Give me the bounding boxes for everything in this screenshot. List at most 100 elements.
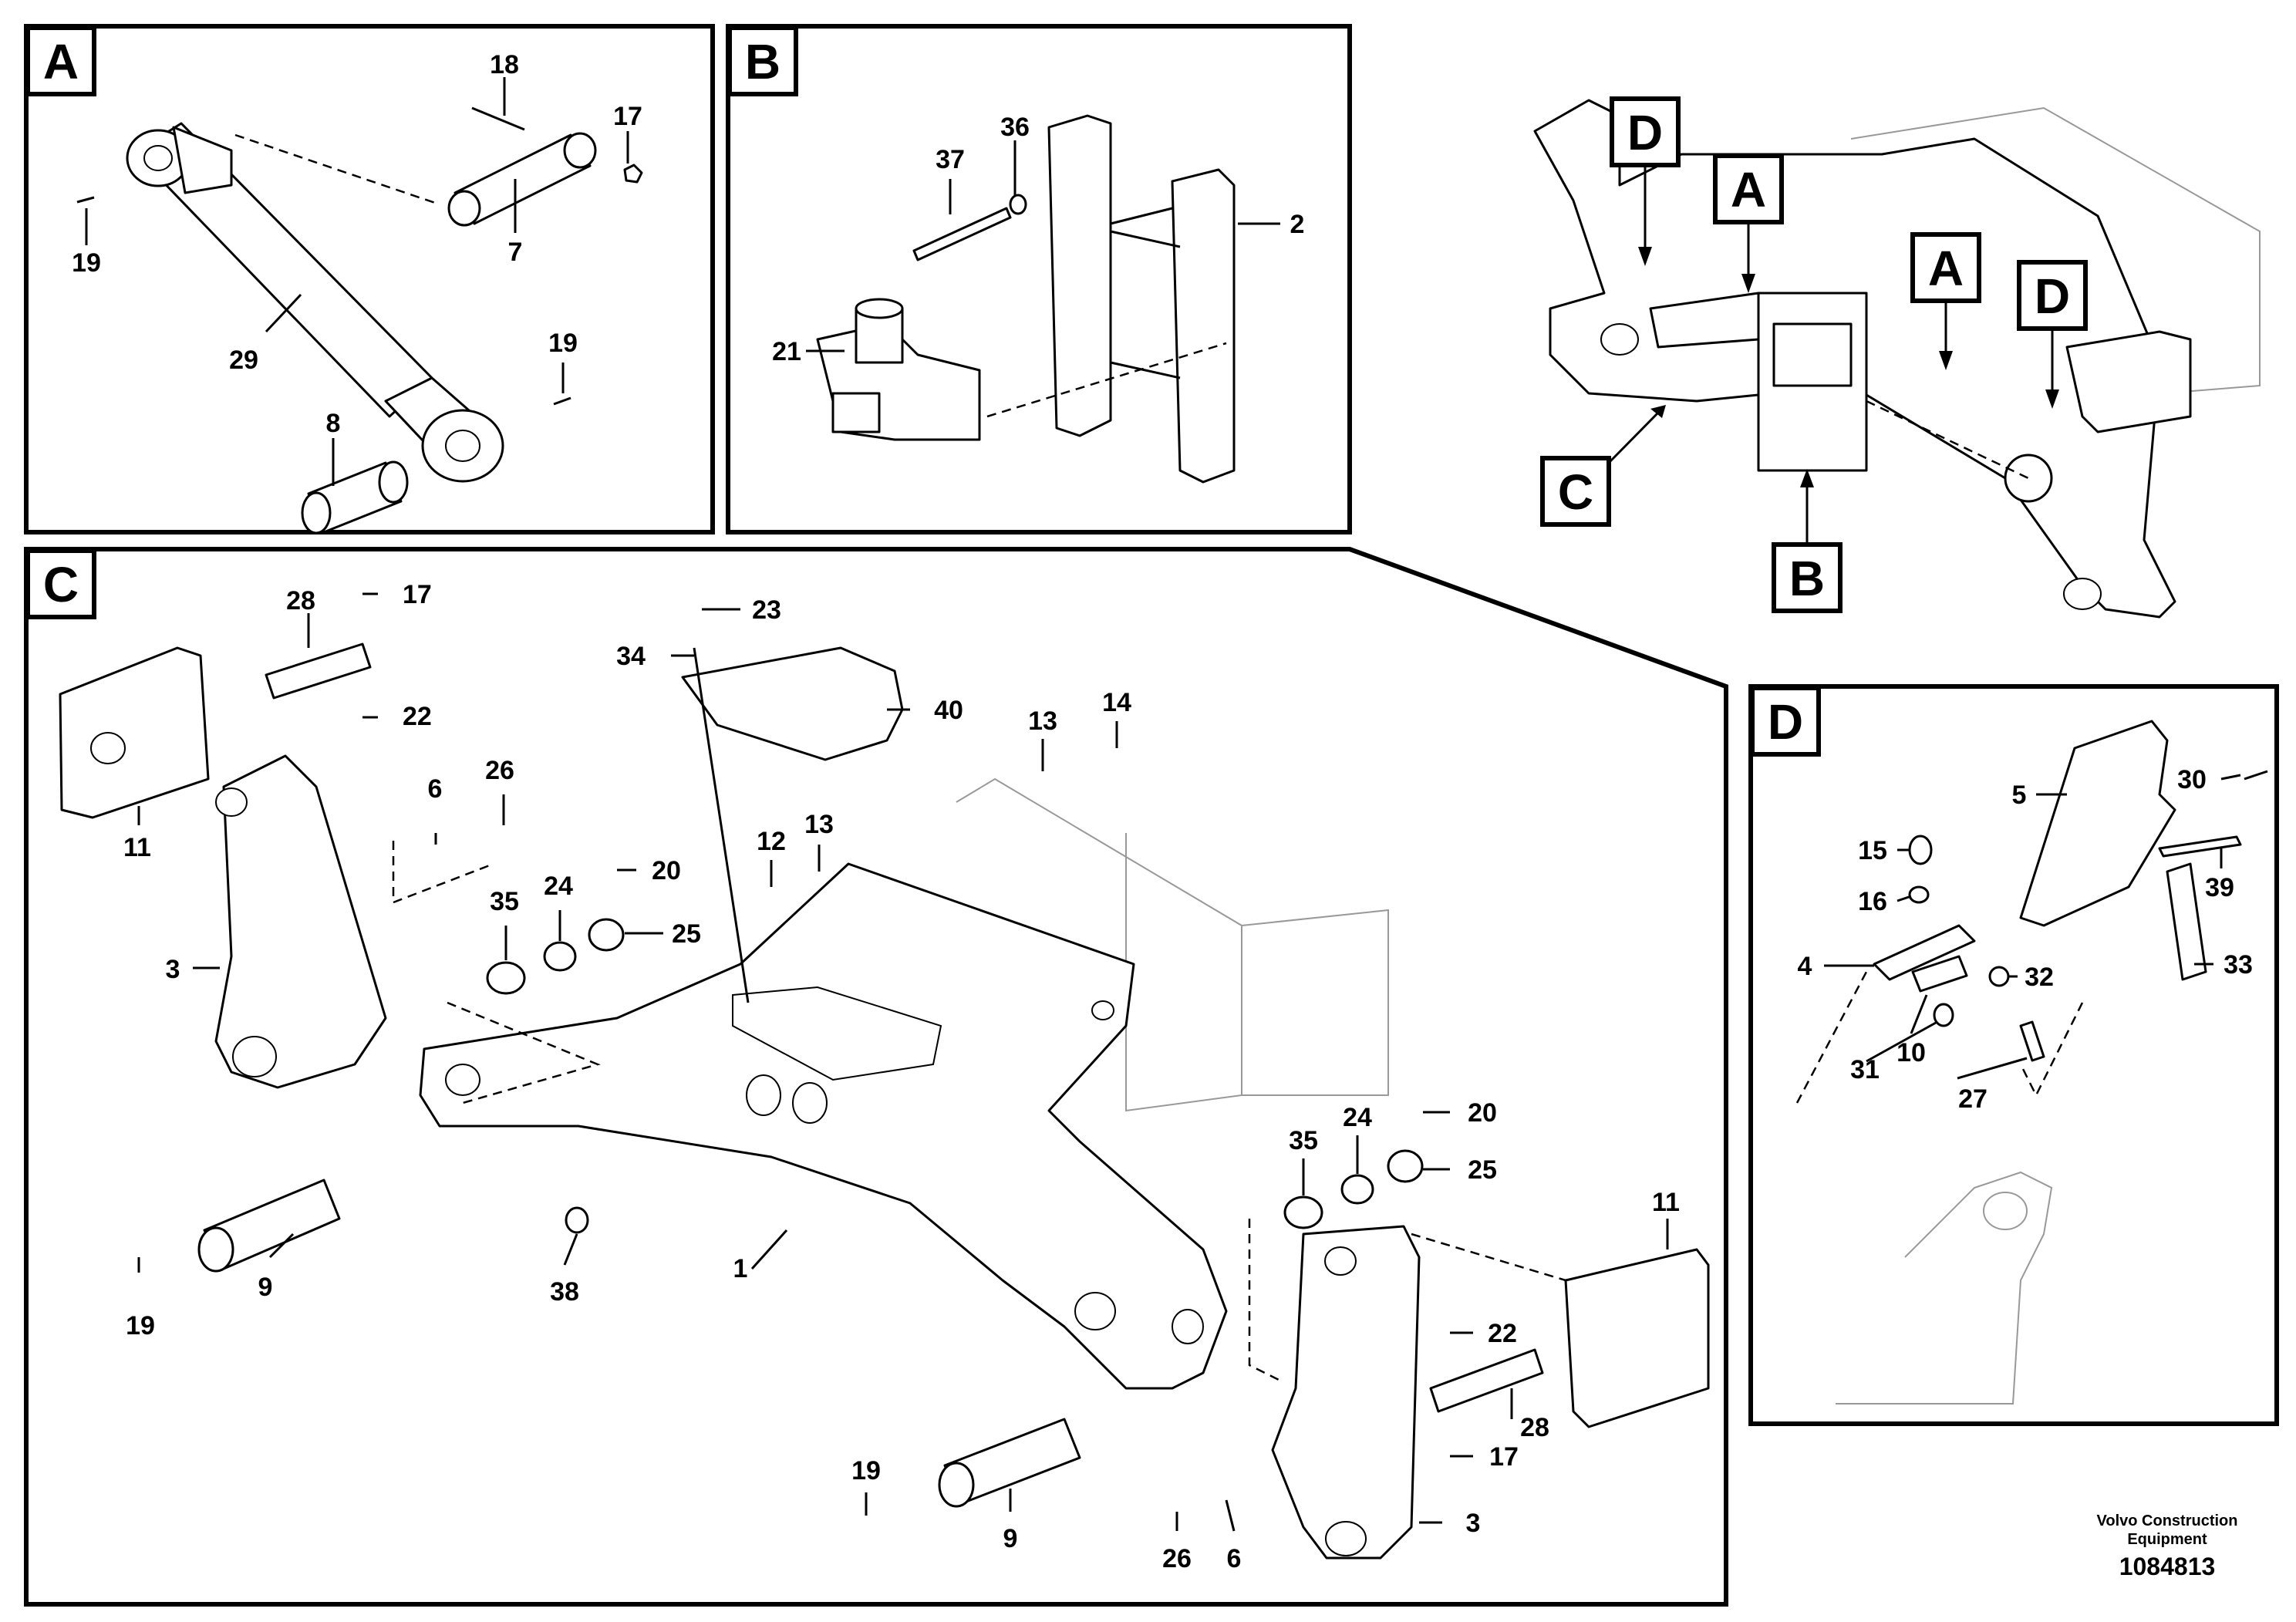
bushing-10-drawing <box>1911 955 1968 993</box>
cover-plate-40-drawing <box>681 646 904 761</box>
callout-c-26b: 26 <box>1162 1544 1192 1573</box>
nut-25-top-drawing <box>588 918 625 952</box>
nut-32-drawing <box>1988 966 2010 987</box>
callout-d-30: 30 <box>2177 765 2207 794</box>
callout-a-29: 29 <box>229 346 258 375</box>
company-name-line1: Volvo Construction <box>2097 1512 2238 1529</box>
washer-36-drawing <box>1009 194 1027 215</box>
callout-a-19: 19 <box>72 248 101 278</box>
washer-16-drawing <box>1908 885 1930 904</box>
callout-d-4: 4 <box>1798 952 1812 981</box>
callout-c-13a: 13 <box>1028 706 1057 736</box>
panel-b-frame <box>726 24 1352 534</box>
callout-d-32: 32 <box>2025 963 2054 992</box>
pin-28-right-drawing <box>1429 1348 1544 1413</box>
panel-c-letter: C <box>43 557 79 612</box>
callout-c-11b: 11 <box>1652 1188 1680 1217</box>
washer-35-top-drawing <box>486 961 526 995</box>
bolt-18-drawing <box>471 106 525 131</box>
valve-block-21-drawing <box>816 298 981 441</box>
callout-a-18: 18 <box>490 50 519 79</box>
callout-c-28b: 28 <box>1520 1413 1549 1442</box>
callout-c-9a: 9 <box>258 1273 273 1302</box>
overview-label-c-box <box>1540 456 1611 527</box>
overview-illustration: D A A D C B <box>1533 96 2261 619</box>
callout-d-31: 31 <box>1850 1055 1880 1084</box>
pin-19a-drawing <box>76 196 95 204</box>
panel-d-letter-box <box>1750 686 1821 757</box>
bolt-15-drawing <box>1908 835 1933 865</box>
callout-d-27: 27 <box>1958 1084 1988 1114</box>
callout-a-17: 17 <box>613 102 642 131</box>
callout-c-24b: 24 <box>1343 1103 1372 1132</box>
dash-d-1 <box>1795 971 1868 1104</box>
overview-label-a1: A <box>1731 162 1766 218</box>
callout-c-25a: 25 <box>672 919 701 949</box>
spring-33-drawing <box>2166 862 2207 981</box>
callout-d-16: 16 <box>1858 887 1887 916</box>
callout-b-2: 2 <box>1290 210 1305 239</box>
callout-c-35b: 35 <box>1289 1126 1318 1155</box>
callout-d-39: 39 <box>2205 873 2234 902</box>
callout-d-15: 15 <box>1858 836 1887 865</box>
pin-7-drawing <box>447 132 597 227</box>
callout-c-23: 23 <box>752 595 781 625</box>
callout-c-3b: 3 <box>1466 1509 1481 1538</box>
callout-c-11a: 11 <box>123 833 151 862</box>
overview-label-b-box <box>1772 542 1843 613</box>
footer: Volvo Construction Equipment 1084813 <box>2097 1512 2238 1580</box>
panel-a-letter-box <box>25 25 96 96</box>
overview-label-b: B <box>1789 551 1825 606</box>
panel-d-letter: D <box>1768 694 1803 750</box>
callout-d-33: 33 <box>2224 950 2253 980</box>
washer-24-top-drawing <box>543 941 577 972</box>
callout-c-13b: 13 <box>804 810 834 839</box>
callout-c-35a: 35 <box>490 887 519 916</box>
company-name-line2: Equipment <box>2127 1531 2207 1548</box>
link-3-left-drawing <box>214 754 387 1089</box>
callout-b-21: 21 <box>772 337 801 366</box>
callout-b-37: 37 <box>936 145 965 174</box>
dashed-assembly-line-b <box>986 342 1227 418</box>
arm-outline-d <box>1836 1171 2053 1404</box>
overview-label-d1: D <box>1627 105 1663 160</box>
panel-c-letter-box <box>25 548 96 619</box>
callout-c-3a: 3 <box>166 955 180 984</box>
dash-c-bracket <box>392 841 494 904</box>
callout-c-34: 34 <box>616 642 646 671</box>
eyebolt-38-drawing <box>565 1206 589 1234</box>
callout-c-22b: 22 <box>1488 1319 1517 1348</box>
callout-b-36: 36 <box>1000 113 1030 142</box>
overview-label-d1-box <box>1610 96 1681 167</box>
dash-c-right <box>1248 1219 1281 1382</box>
callout-a-7: 7 <box>508 238 523 267</box>
callout-c-38: 38 <box>550 1277 579 1307</box>
callout-c-19b: 19 <box>851 1456 881 1485</box>
plate-4-drawing <box>1873 924 1976 981</box>
rail-frame-drawing <box>1047 114 1236 484</box>
lift-arm-1-drawing <box>419 862 1228 1390</box>
washer-35-bottom-drawing <box>1283 1195 1323 1229</box>
washer-24-bottom-drawing <box>1340 1174 1374 1205</box>
callout-c-17a: 17 <box>403 580 432 609</box>
callout-c-20b: 20 <box>1468 1098 1497 1128</box>
dash-d-2 <box>2019 1002 2084 1098</box>
pin-27-drawing <box>2019 1020 2045 1062</box>
callout-c-26a: 26 <box>485 756 514 785</box>
callout-a-8: 8 <box>326 409 341 438</box>
callout-d-5: 5 <box>2012 781 2027 810</box>
callout-c-22a: 22 <box>403 702 432 731</box>
callout-c-12: 12 <box>757 827 786 856</box>
callout-c-20a: 20 <box>652 856 681 885</box>
leader-23-line <box>693 647 750 1003</box>
panel-d: D 5 30 15 16 39 4 32 33 <box>1748 684 2279 1426</box>
pin-19b-drawing <box>553 396 571 406</box>
callout-c-14: 14 <box>1102 688 1131 717</box>
callout-c-28a: 28 <box>286 586 315 615</box>
callout-c-6a: 6 <box>428 774 443 804</box>
nut-25-bottom-drawing <box>1387 1149 1424 1183</box>
callout-c-9b: 9 <box>1003 1524 1018 1553</box>
callout-c-25b: 25 <box>1468 1155 1497 1185</box>
panel-c: C <box>24 547 1728 1607</box>
panel-b: B 37 36 2 21 <box>726 24 1352 534</box>
